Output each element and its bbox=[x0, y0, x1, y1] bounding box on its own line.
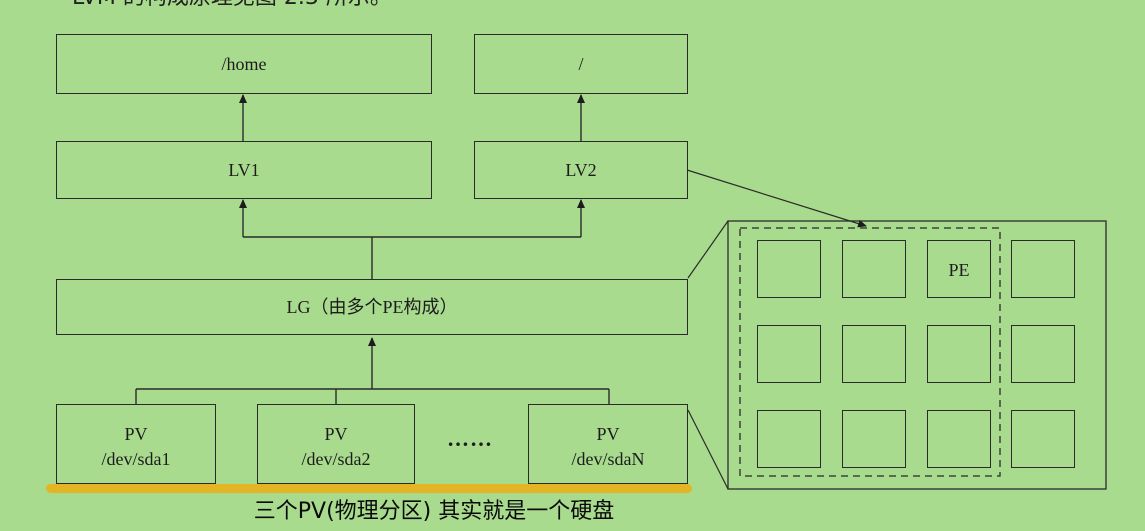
pv1-type: PV bbox=[124, 424, 148, 444]
pv2-type: PV bbox=[324, 424, 348, 444]
zoom-line-top bbox=[687, 220, 729, 279]
pe-selection-dashed bbox=[739, 227, 1001, 477]
pe-cell bbox=[757, 325, 821, 383]
node-root: / bbox=[474, 34, 688, 94]
pe-cell bbox=[757, 240, 821, 298]
pe-cell bbox=[1011, 325, 1075, 383]
pv-ellipsis: …… bbox=[447, 426, 493, 451]
highlight-underline bbox=[46, 484, 692, 493]
pvn-type: PV bbox=[596, 424, 620, 444]
node-lv1: LV1 bbox=[56, 141, 432, 199]
pe-cell bbox=[842, 240, 906, 298]
pe-cell bbox=[842, 325, 906, 383]
pv1-device: /dev/sda1 bbox=[101, 449, 171, 469]
pe-cell bbox=[842, 410, 906, 468]
node-pv2: PV /dev/sda2 bbox=[257, 404, 415, 484]
zoom-line-bottom bbox=[687, 409, 729, 490]
pe-cell bbox=[927, 410, 991, 468]
pe-cell bbox=[757, 410, 821, 468]
pe-cell bbox=[1011, 410, 1075, 468]
pe-cell bbox=[1011, 240, 1075, 298]
pe-panel-outer bbox=[727, 220, 1107, 490]
annotation-note: 三个PV(物理分区) 其实就是一个硬盘 bbox=[253, 499, 615, 524]
node-pv1: PV /dev/sda1 bbox=[56, 404, 216, 484]
pe-cell bbox=[927, 325, 991, 383]
top-caption: LVM 的构成原理见图 2.3 所示。 bbox=[72, 0, 392, 10]
node-pvn: PV /dev/sdaN bbox=[528, 404, 688, 484]
arrow-lv2-to-pe-panel bbox=[686, 169, 867, 228]
node-lv2: LV2 bbox=[474, 141, 688, 199]
pe-cell-labeled: PE bbox=[927, 240, 991, 298]
pvn-device: /dev/sdaN bbox=[571, 449, 645, 469]
pe-label: PE bbox=[948, 260, 970, 280]
node-lg: LG（由多个PE构成） bbox=[56, 279, 688, 335]
node-home: /home bbox=[56, 34, 432, 94]
pv2-device: /dev/sda2 bbox=[301, 449, 371, 469]
